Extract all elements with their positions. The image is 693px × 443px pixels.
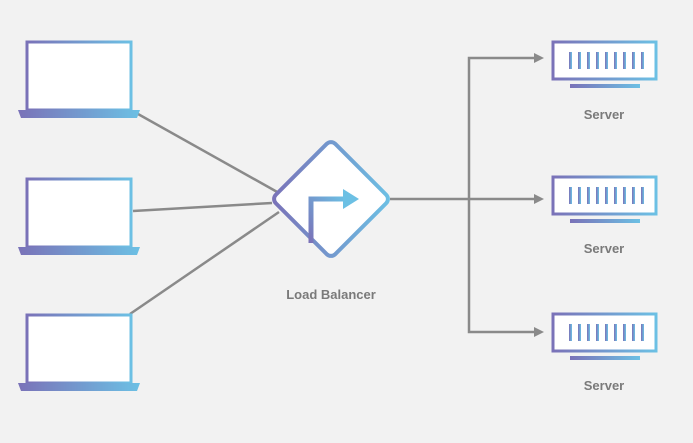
server-branch-connector bbox=[467, 56, 536, 334]
load-balancer-node bbox=[272, 140, 390, 258]
laptop-icon bbox=[18, 313, 140, 391]
arrowhead-server-2 bbox=[534, 194, 544, 204]
server-node-3 bbox=[551, 312, 658, 360]
arrowhead-server-1 bbox=[534, 53, 544, 63]
laptop-icon bbox=[18, 40, 140, 118]
server-rack-icon bbox=[551, 312, 658, 360]
connector-arrowheads bbox=[534, 53, 544, 337]
load-balancer-label: Load Balancer bbox=[286, 287, 376, 302]
client-laptop-2 bbox=[18, 177, 140, 255]
server-1-label: Server bbox=[583, 107, 625, 122]
client-laptop-1 bbox=[18, 40, 140, 118]
server-rack-icon bbox=[551, 40, 658, 88]
client-3-connector bbox=[129, 210, 280, 316]
laptop-icon bbox=[18, 177, 140, 255]
server-3-label: Server bbox=[583, 378, 625, 393]
client-laptop-3 bbox=[18, 313, 140, 391]
arrowhead-server-3 bbox=[534, 327, 544, 337]
server-2-label: Server bbox=[583, 241, 625, 256]
server-connectors bbox=[390, 56, 536, 334]
client-1-connector bbox=[137, 112, 280, 195]
client-2-connector bbox=[132, 201, 273, 213]
server-node-1 bbox=[551, 40, 658, 88]
client-connectors bbox=[129, 112, 280, 316]
route-arrow-icon bbox=[308, 189, 359, 243]
server-node-2 bbox=[551, 175, 658, 223]
server-rack-icon bbox=[551, 175, 658, 223]
